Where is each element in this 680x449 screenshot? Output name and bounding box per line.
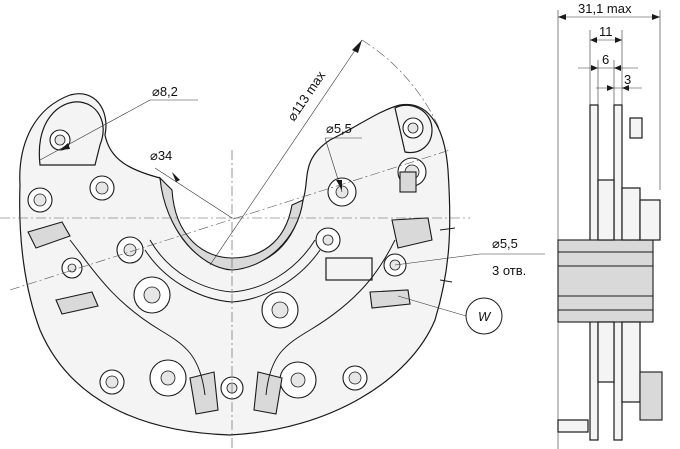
- edge-ticks: [439, 227, 456, 283]
- label-dia-8-2: ⌀8,2: [152, 84, 178, 99]
- diode-4-inner: [67, 263, 77, 273]
- terminal-clip-6: [391, 217, 433, 249]
- label-dia-34: ⌀34: [150, 148, 172, 163]
- diode-2-inner: [123, 243, 137, 257]
- label-dia-113: ⌀113 max: [284, 68, 328, 124]
- label-dim-3: 3: [624, 72, 631, 87]
- diode-9-inner: [348, 371, 362, 385]
- wire-bus-left: [69, 239, 206, 396]
- side-lower-terminal: [639, 371, 663, 421]
- terminal-clip-3: [189, 371, 219, 415]
- view-w-circle: [465, 297, 503, 335]
- side-view: 31,1 max 11 6 3: [557, 1, 663, 449]
- label-dim-6: 6: [602, 52, 609, 67]
- inner-ring: [149, 239, 316, 293]
- diode-5-inner: [105, 375, 119, 389]
- side-upper-block-2: [621, 187, 641, 241]
- side-top-tab: [629, 117, 643, 139]
- label-dia-5-5-right: ⌀5,5: [492, 236, 518, 251]
- terminal-clip-5: [369, 289, 411, 309]
- front-view: ⌀8,2 ⌀34 ⌀113 max ⌀5,5 ⌀5,5 3 отв.: [0, 39, 545, 449]
- label-dim-11: 11: [599, 24, 613, 39]
- terminal-clip-1: [27, 221, 71, 249]
- dim-8-2: ⌀8,2: [39, 84, 198, 161]
- terminal-clip-2: [55, 291, 99, 315]
- dim-34: ⌀34: [150, 148, 233, 219]
- side-lower-block: [597, 321, 615, 383]
- label-view-w: W: [478, 309, 492, 324]
- terminal-clips: [27, 171, 433, 415]
- center-line-diag: [9, 149, 451, 291]
- label-dia-5-5-top: ⌀5,5: [326, 121, 352, 136]
- outer-diameter-arc: [361, 39, 441, 131]
- label-width-max: 31,1 max: [578, 1, 632, 16]
- side-lower-block-2: [621, 321, 641, 403]
- diode-3-inner: [143, 286, 161, 304]
- label-holes-count: 3 отв.: [492, 263, 526, 278]
- diode-10-inner: [271, 301, 289, 319]
- wire-bus-right: [265, 239, 396, 396]
- side-upper-block: [597, 179, 615, 241]
- dim-5-5-top: ⌀5,5: [324, 121, 362, 193]
- view-w-callout: W: [397, 295, 503, 335]
- diode-12-inner: [322, 234, 334, 246]
- terminal-clip-4: [253, 371, 283, 415]
- terminal-tab: [399, 171, 417, 193]
- diode-1-inner: [95, 181, 109, 195]
- mount-hole-right-inner: [407, 122, 419, 134]
- diode-8-inner: [290, 372, 306, 388]
- diode-15-inner: [33, 193, 47, 207]
- diode-6-inner: [160, 370, 176, 386]
- connector-block: [325, 257, 373, 281]
- central-cutout: [159, 176, 304, 271]
- side-bottom-tab: [557, 419, 589, 433]
- mount-hole-left-inner: [54, 134, 66, 146]
- dim-5-5-right: ⌀5,5 3 отв.: [394, 236, 545, 278]
- side-terminal: [639, 199, 661, 241]
